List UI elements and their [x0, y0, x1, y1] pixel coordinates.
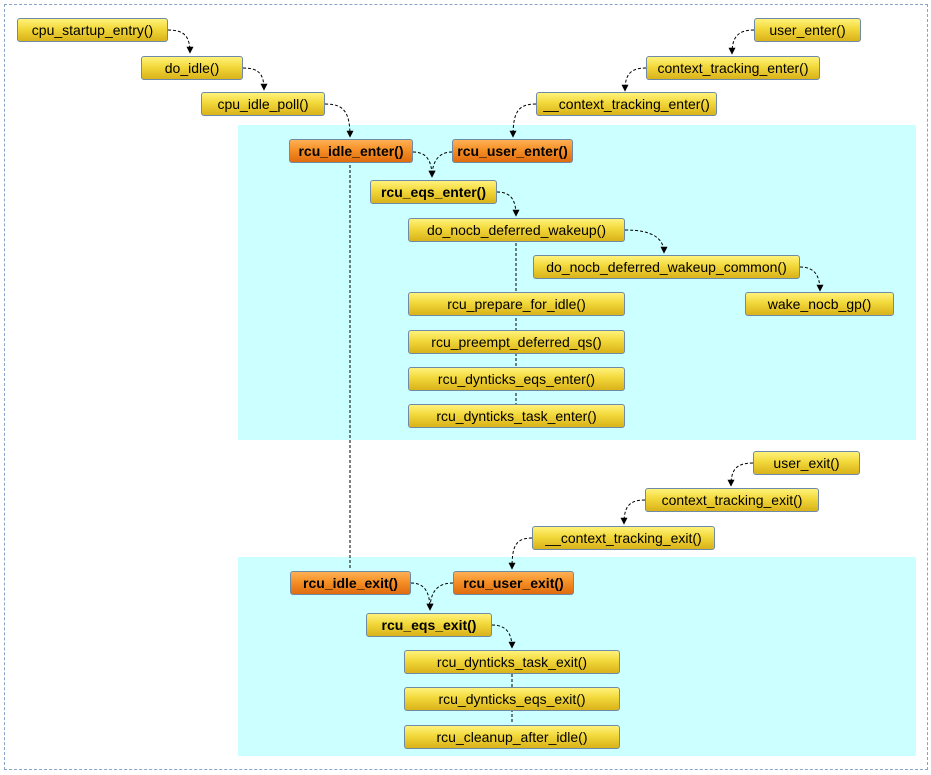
node-user-exit: user_exit() — [753, 451, 860, 475]
edge-user-enter-to-context-tracking-enter — [728, 29, 755, 55]
node-rcu-idle-exit: rcu_idle_exit() — [290, 571, 411, 595]
edge-user-exit-to-context-tracking-exit — [727, 462, 754, 487]
node-internal-context-tracking-exit: __context_tracking_exit() — [532, 526, 715, 550]
node-internal-context-tracking-enter: __context_tracking_enter() — [536, 92, 717, 116]
edge-do-nocb-to-common — [624, 229, 668, 254]
node-wake-nocb-gp: wake_nocb_gp() — [745, 292, 894, 316]
node-rcu-idle-enter: rcu_idle_enter() — [289, 139, 413, 163]
edge-internal-enter-to-rcu-user-enter — [509, 103, 537, 138]
node-rcu-cleanup-after-idle: rcu_cleanup_after_idle() — [404, 725, 620, 749]
node-cpu-idle-poll: cpu_idle_poll() — [201, 92, 325, 116]
node-rcu-dynticks-task-exit: rcu_dynticks_task_exit() — [404, 650, 620, 674]
edge-rcu-eqs-enter-to-do-nocb — [496, 191, 520, 217]
edge-rcu-user-exit-to-rcu-eqs-exit — [426, 582, 454, 611]
edge-rcu-user-enter-to-rcu-eqs-enter — [428, 151, 453, 178]
node-context-tracking-enter: context_tracking_enter() — [646, 56, 820, 80]
node-rcu-dynticks-eqs-enter: rcu_dynticks_eqs_enter() — [408, 367, 625, 391]
node-rcu-eqs-exit: rcu_eqs_exit() — [366, 613, 492, 637]
node-context-tracking-exit: context_tracking_exit() — [645, 488, 819, 512]
edge-do-idle-to-cpu-idle-poll — [242, 67, 268, 91]
edge-cpu-idle-poll-to-rcu-idle-enter — [324, 103, 354, 138]
node-cpu-startup-entry: cpu_startup_entry() — [17, 18, 168, 42]
edge-rcu-idle-exit-to-rcu-eqs-exit — [410, 582, 434, 611]
edge-internal-exit-to-rcu-user-exit — [508, 537, 533, 570]
node-user-enter: user_enter() — [754, 18, 861, 42]
node-rcu-user-exit: rcu_user_exit() — [453, 571, 574, 595]
node-rcu-user-enter: rcu_user_enter() — [452, 139, 573, 163]
edge-context-tracking-exit-to-internal — [620, 499, 646, 525]
node-do-nocb-deferred-wakeup: do_nocb_deferred_wakeup() — [408, 218, 625, 242]
edge-common-to-wake-nocb-gp — [799, 266, 824, 292]
node-do-idle: do_idle() — [141, 56, 243, 80]
edge-rcu-eqs-exit-to-task-exit — [491, 624, 516, 649]
edge-context-tracking-enter-to-internal — [621, 67, 647, 92]
diagram-frame — [4, 4, 928, 770]
node-rcu-dynticks-task-enter: rcu_dynticks_task_enter() — [408, 404, 625, 428]
node-rcu-preempt-deferred-qs: rcu_preempt_deferred_qs() — [408, 330, 625, 354]
edge-cpu-startup-entry-to-do-idle — [167, 29, 194, 54]
node-rcu-prepare-for-idle: rcu_prepare_for_idle() — [408, 292, 625, 316]
node-rcu-dynticks-eqs-exit: rcu_dynticks_eqs_exit() — [404, 687, 620, 711]
node-rcu-eqs-enter: rcu_eqs_enter() — [370, 180, 497, 204]
node-do-nocb-deferred-wakeup-common: do_nocb_deferred_wakeup_common() — [533, 255, 800, 279]
edge-rcu-idle-enter-to-rcu-eqs-enter — [412, 151, 436, 178]
